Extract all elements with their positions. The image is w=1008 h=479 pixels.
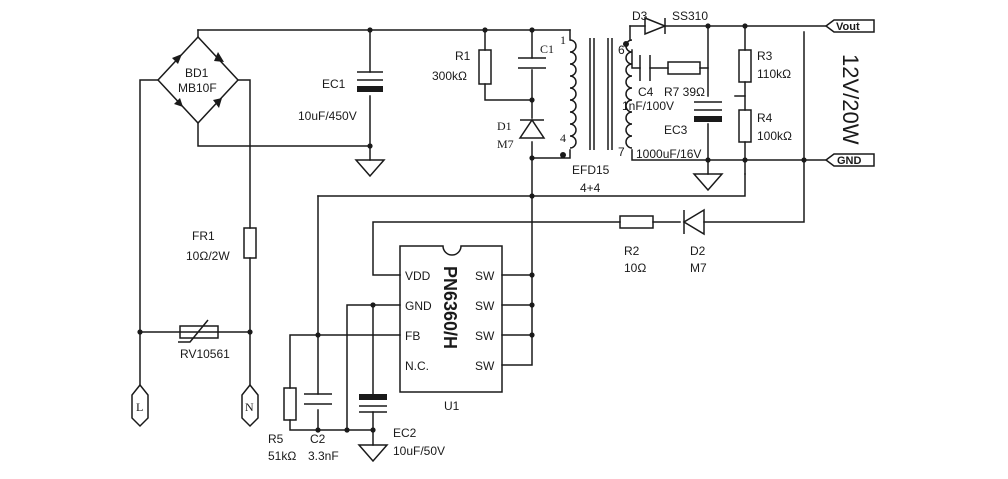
c2-ref: C2	[310, 432, 326, 446]
xfmr-pin-7: 7	[618, 145, 625, 159]
capacitor-c1	[518, 57, 546, 69]
d3-ref: D3	[632, 9, 648, 23]
r2-value: 10Ω	[624, 261, 646, 275]
ic-u1	[399, 245, 503, 393]
resistor-r7	[667, 61, 701, 75]
ic-pin-sw-2: SW	[475, 299, 495, 313]
r3-value: 110kΩ	[757, 67, 791, 81]
ec3-ref: EC3	[664, 123, 688, 137]
ic-part-name: PN6360/H	[440, 266, 460, 349]
r1-ref: R1	[455, 49, 471, 63]
d3-value: SS310	[672, 9, 708, 23]
capacitor-ec1	[357, 71, 383, 92]
vout-tag	[824, 19, 875, 33]
diode-d2	[682, 208, 705, 236]
resistor-r3	[738, 49, 752, 83]
junction-dots	[137, 23, 807, 433]
varistor-rv10561	[178, 319, 219, 343]
resistor-fr1	[243, 227, 257, 259]
fr1-ref: FR1	[192, 229, 215, 243]
r1-value: 300kΩ	[432, 69, 467, 83]
r4-ref: R4	[757, 111, 773, 125]
xfmr-ref: EFD15	[572, 163, 610, 177]
d2-ref: D2	[690, 244, 706, 258]
gnd-tag	[824, 153, 875, 167]
gnd-label: GND	[837, 155, 862, 167]
fr1-value: 10Ω/2W	[186, 249, 230, 263]
ground-ic-icon	[357, 444, 389, 463]
xfmr-pin-6: 6	[618, 43, 625, 57]
resistor-r5	[283, 387, 297, 421]
ic-pin-fb: FB	[405, 329, 420, 343]
xfmr-pin-4: 4	[560, 131, 566, 145]
terminal-l	[131, 383, 149, 428]
diode-d1	[518, 118, 546, 139]
bd1-value: MB10F	[178, 81, 217, 95]
terminal-n	[241, 383, 259, 428]
capacitor-ec2	[359, 394, 387, 413]
wires	[139, 25, 827, 446]
bridge-rectifier-bd1	[156, 35, 240, 125]
r2-ref: R2	[624, 244, 640, 258]
ec3-value: 1000uF/16V	[636, 147, 701, 161]
ic-pin-vdd: VDD	[405, 269, 431, 283]
rv-ref: RV10561	[180, 347, 230, 361]
resistor-r2	[619, 215, 654, 229]
c2-value: 3.3nF	[308, 449, 339, 463]
r7-label: R7 39Ω	[664, 85, 705, 99]
ic-pin-sw-3: SW	[475, 329, 495, 343]
r4-value: 100kΩ	[757, 129, 792, 143]
terminal-l-label: L	[136, 400, 143, 414]
xfmr-pin-1: 1	[560, 33, 566, 47]
d1-value: M7	[497, 137, 514, 151]
xfmr-value: 4+4	[580, 181, 601, 195]
capacitor-c4	[639, 55, 651, 81]
bd1-ref: BD1	[185, 66, 209, 80]
ic-pin-gnd: GND	[405, 299, 432, 313]
d1-ref: D1	[497, 119, 512, 133]
ground-secondary-icon	[692, 173, 724, 192]
d2-value: M7	[690, 261, 707, 275]
ic-pin-sw-1: SW	[475, 269, 495, 283]
terminal-n-label: N	[245, 400, 254, 414]
resistor-r1	[478, 49, 492, 85]
c1-ref: C1	[540, 42, 554, 56]
vout-label: Vout	[836, 21, 860, 33]
ground-primary-icon	[354, 159, 386, 178]
ec1-value: 10uF/450V	[298, 109, 357, 123]
ic-pin-nc: N.C.	[405, 359, 429, 373]
capacitor-ec3	[694, 101, 722, 122]
r5-ref: R5	[268, 432, 284, 446]
ec2-ref: EC2	[393, 426, 417, 440]
r5-value: 51kΩ	[268, 449, 296, 463]
diode-d3	[644, 16, 668, 36]
resistor-r4	[738, 109, 752, 143]
output-spec: 12V/20W	[838, 54, 863, 145]
capacitor-c2	[304, 393, 332, 405]
c4-ref: C4	[638, 85, 654, 99]
c4-value: 1nF/100V	[622, 99, 674, 113]
ic-ref: U1	[444, 399, 460, 413]
transformer-efd15	[560, 38, 633, 158]
ec2-value: 10uF/50V	[393, 444, 445, 458]
ec1-ref: EC1	[322, 77, 346, 91]
ic-pin-sw-4: SW	[475, 359, 495, 373]
r3-ref: R3	[757, 49, 773, 63]
